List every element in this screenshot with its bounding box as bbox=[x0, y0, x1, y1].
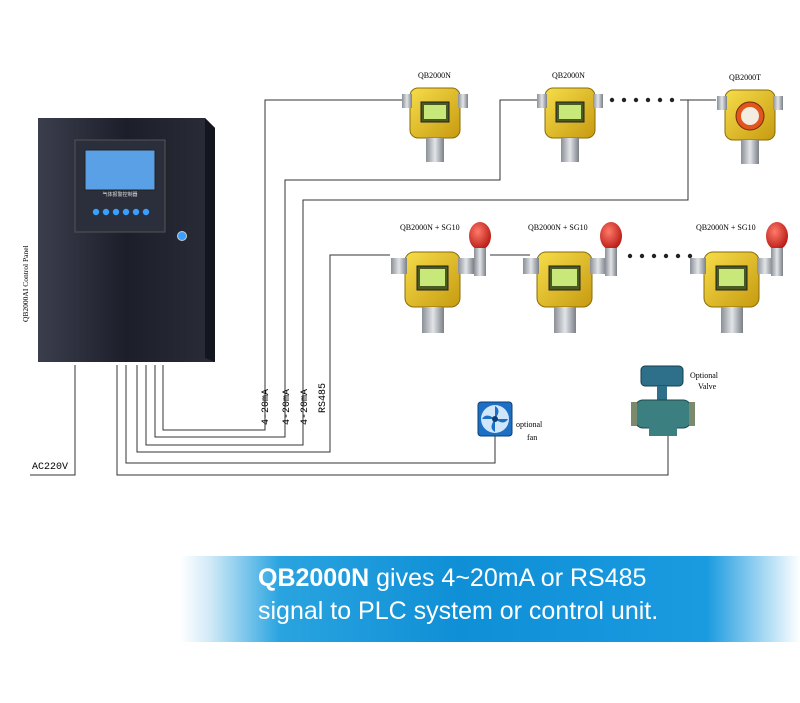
detector-middle-3-label: QB2000N + SG10 bbox=[696, 223, 756, 232]
panel-lcd-screen bbox=[84, 149, 156, 191]
wire-rs485 bbox=[136, 254, 390, 453]
valve-label-line2: Valve bbox=[698, 382, 717, 391]
wire-4-20ma-1 bbox=[162, 99, 410, 431]
beacon-middle-1 bbox=[469, 222, 491, 276]
caption-banner bbox=[180, 556, 800, 642]
signal-label-rs485: RS485 bbox=[318, 383, 329, 413]
wire-4-20ma-3 bbox=[145, 100, 689, 446]
detector-top-1 bbox=[402, 87, 468, 162]
wires bbox=[30, 99, 716, 476]
signal-label-1: 4-20mA bbox=[261, 389, 272, 425]
caption-line-2: signal to PLC system or control unit. bbox=[258, 597, 659, 625]
wire-4-20ma-2 bbox=[154, 99, 545, 438]
fan-icon bbox=[477, 401, 513, 437]
beacon-middle-3 bbox=[766, 222, 788, 276]
detector-middle-1-label: QB2000N + SG10 bbox=[400, 223, 460, 232]
wire-fan bbox=[125, 365, 496, 464]
control-panel-label: QB2000AI Control Panel bbox=[21, 245, 30, 322]
panel-buttons bbox=[92, 208, 150, 216]
detector-middle-3 bbox=[690, 251, 773, 333]
signal-label-3: 4-20mA bbox=[300, 389, 311, 425]
wire-power bbox=[30, 365, 76, 476]
valve-label-line1: Optional bbox=[690, 371, 719, 380]
valve-icon bbox=[631, 365, 695, 436]
detector-middle-2 bbox=[523, 251, 606, 333]
caption-line-1-rest: gives 4~20mA or RS485 bbox=[369, 564, 647, 592]
detector-top-2-label: QB2000N bbox=[552, 71, 585, 80]
dotted-chain-middle bbox=[627, 253, 693, 259]
caption-text: QB2000N gives 4~20mA or RS485 signal to … bbox=[258, 562, 778, 628]
control-panel: 气体报警控制器 QB2000AI Control Panel bbox=[21, 118, 215, 362]
detector-middle-2-label: QB2000N + SG10 bbox=[528, 223, 588, 232]
wire-valve bbox=[116, 365, 669, 476]
beacon-middle-2 bbox=[600, 222, 622, 276]
fan-label-line2: fan bbox=[527, 433, 537, 442]
fan-label-line1: optional bbox=[516, 420, 543, 429]
panel-screen-caption: 气体报警控制器 bbox=[102, 191, 137, 198]
caption-line-1: QB2000N gives 4~20mA or RS485 bbox=[258, 562, 778, 595]
dotted-chain-top bbox=[609, 97, 675, 103]
power-label: AC220V bbox=[32, 462, 68, 473]
caption-product-name: QB2000N bbox=[258, 564, 370, 592]
signal-label-2: 4-20mA bbox=[282, 389, 293, 425]
detector-top-2 bbox=[537, 87, 603, 162]
detector-top-3-label: QB2000T bbox=[729, 73, 761, 82]
detector-top-1-label: QB2000N bbox=[418, 71, 451, 80]
detector-middle-1 bbox=[391, 251, 474, 333]
panel-key-lock-icon bbox=[177, 231, 187, 241]
detector-top-3 bbox=[717, 89, 783, 164]
